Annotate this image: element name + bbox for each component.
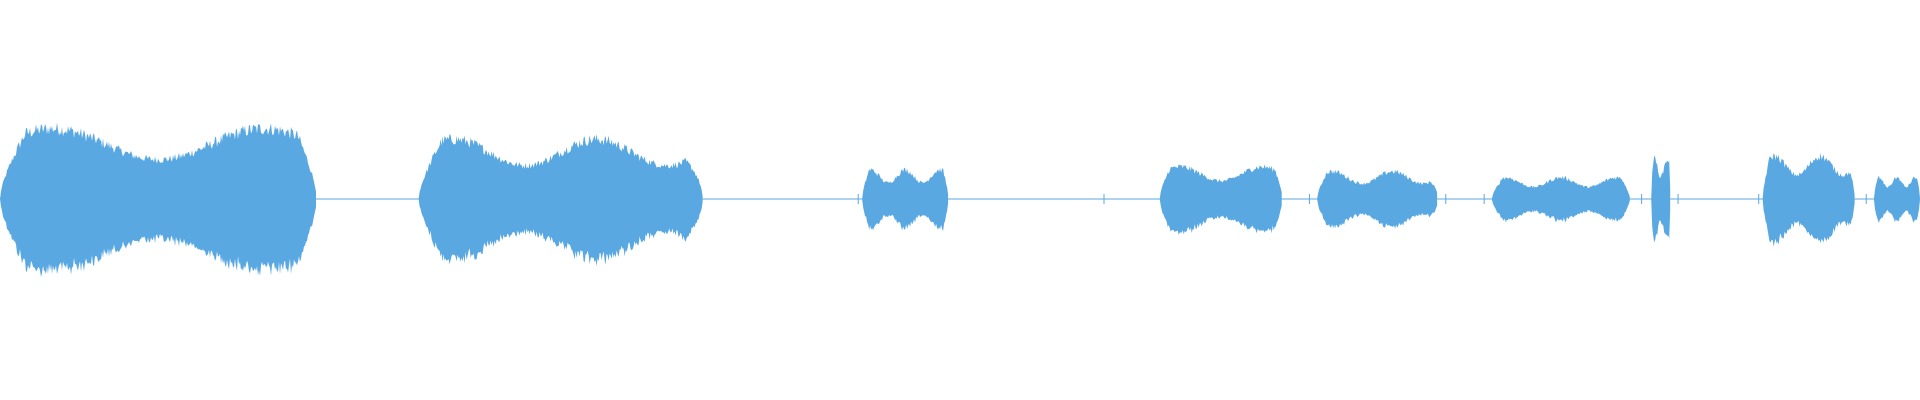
waveform-shape xyxy=(1873,175,1920,223)
waveform-shape xyxy=(1651,155,1671,243)
waveform-shape xyxy=(1491,176,1630,223)
waveform-segment xyxy=(1651,155,1671,243)
waveform-segment xyxy=(1159,164,1282,235)
waveform-segment xyxy=(1317,169,1438,229)
waveform-shape xyxy=(1159,164,1282,235)
waveform-segment xyxy=(418,134,703,267)
waveform-shape xyxy=(0,122,316,278)
waveform-segment xyxy=(1873,175,1920,223)
waveform-shape xyxy=(418,134,703,267)
waveform-segment xyxy=(0,122,316,278)
waveform-shape xyxy=(1317,169,1438,229)
waveform-shape xyxy=(1762,152,1855,247)
waveform-segment xyxy=(1491,176,1630,223)
waveform-segment xyxy=(862,167,949,231)
waveform-shape xyxy=(862,167,949,231)
waveform-segment xyxy=(1762,152,1855,247)
